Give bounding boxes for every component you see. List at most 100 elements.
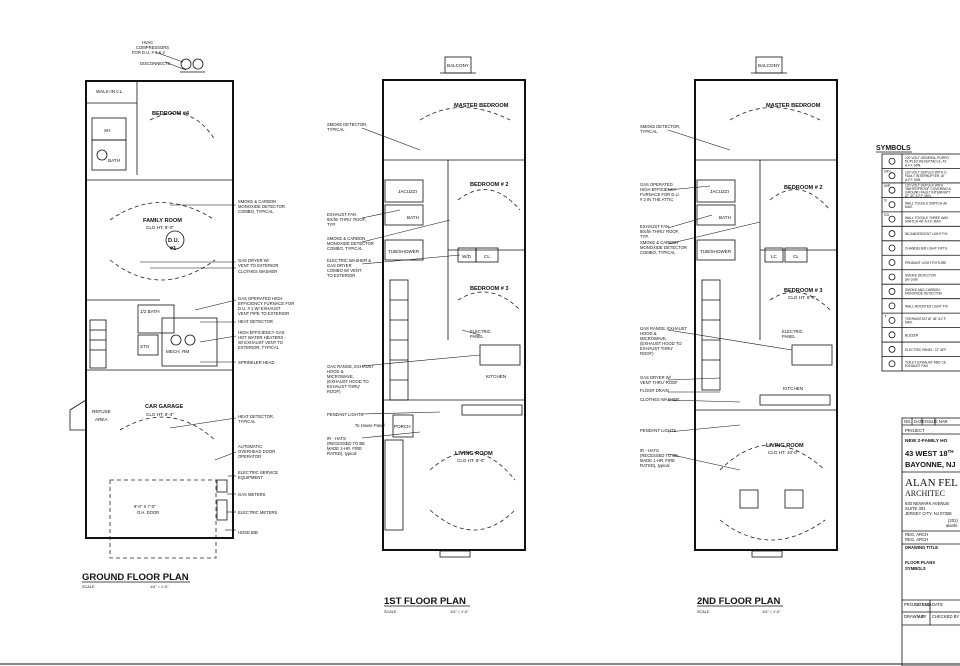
- second-note-fan-3: TYP.: [640, 234, 649, 239]
- symbol-mark: T: [884, 313, 887, 318]
- symbol-glyph-icon: [888, 230, 896, 237]
- room-car-garage: CAR GARAGE: [145, 404, 183, 410]
- symbol-description: CHANDELIER LIGHT FIXTU: [905, 247, 948, 251]
- first-note-ic-3: MADE 1-HR. FIRE: [327, 446, 362, 451]
- first-scale-label: SCALE: [384, 610, 397, 614]
- first-bedroom-3: BEDROOM # 3: [470, 286, 509, 292]
- first-note-range-3: MICROWAVE,: [327, 374, 354, 379]
- first-porch: PORCH: [394, 424, 411, 429]
- symbol-glyph-icon: [888, 273, 896, 281]
- tb-drawn-by: A.F.: [918, 614, 925, 619]
- second-note-fan-2: 60cfm THRU' ROOF,: [640, 229, 679, 234]
- note-clothes-washer: CLOTHES WASHER: [238, 269, 277, 274]
- symbol-description: MONOXIDE DETECTOR: [905, 292, 943, 296]
- first-note-range-1: GAS RANGE, EXHAUST: [327, 364, 374, 369]
- symbol-description: per code: [905, 277, 918, 281]
- room-mechanical: MECH. RM: [166, 349, 189, 354]
- first-bath: BATH: [407, 215, 419, 220]
- tb-firm-subtitle: ARCHITEC: [905, 489, 945, 498]
- second-balcony: BALCONY: [758, 63, 780, 68]
- symbol-description: "WATERPROOF COVERING A: [905, 187, 952, 191]
- second-living-room: LIVING ROOM: [766, 443, 804, 449]
- second-note-range-5: EXHAUST THRU': [640, 346, 673, 351]
- room-refuse-area: AREA: [95, 417, 108, 422]
- second-note-pendant: PENDANT LIGHTS: [640, 428, 676, 433]
- tb-header-date: DATE: [914, 419, 925, 424]
- first-floor-plan: BALCONY MASTER BEDROOM BEDROOM # 2 BEDRO…: [327, 56, 526, 614]
- note-hot-water-1: HIGH EFFICIENCY GAS: [238, 330, 285, 335]
- first-note-range-2: HOOD &: [327, 369, 344, 374]
- second-floor-plan-title: 2ND FLOOR PLAN: [697, 596, 781, 607]
- tb-firm-address-2: SUITE 401: [905, 506, 926, 511]
- symbol-description: A.F.F. MIN.: [905, 163, 921, 167]
- first-note-panel-1: ELECTRIC: [470, 329, 491, 334]
- second-bedroom-3-ceiling-height: CLG HT. 8'-0": [788, 295, 816, 300]
- note-heat-detector-typical-1: HEAT DETECTOR,: [238, 414, 274, 419]
- second-note-smoke-co-3: COMBO, TYPICAL: [640, 250, 676, 255]
- note-hvac: HVAC: [142, 40, 153, 45]
- symbol-description: THERMOSTAT AT 48" A.F.F.: [905, 317, 947, 321]
- symbol-description: WALL TOGGLE SWITCH 48: [905, 201, 947, 205]
- room-dwelling-unit-number: #1: [170, 246, 176, 252]
- note-sprinkler-head: SPRINKLER HEAD: [238, 360, 275, 365]
- symbol-description: 120 VOLT GENERAL PURPO: [905, 156, 949, 160]
- note-hot-water-2: HOT WATER HEATERS -: [238, 335, 286, 340]
- tb-drawn-label: DRAWN BY: [904, 614, 927, 619]
- tb-license-1: REG. ARCH: [905, 532, 928, 537]
- symbol-description: BUZZER: [905, 333, 919, 337]
- ground-floor-plan: HVAC COMPRESSORS FOR D.U. # 1 & 2 DISCON…: [69, 40, 294, 589]
- symbol-glyph-icon: [888, 244, 896, 252]
- second-scale-label: SCALE: [697, 610, 710, 614]
- second-note-ic-3: MADE 1-HR. FIRE: [640, 458, 675, 463]
- first-note-washer-3: COMBO W/ VENT: [327, 268, 362, 273]
- second-note-furnace-2: HIGH EFFICIENCY: [640, 187, 677, 192]
- symbol-mark: GFI: [884, 169, 891, 174]
- tb-firm-address-1: 930 NEWARK AVENUE: [905, 501, 949, 506]
- symbol-description: SMOKE AND CARBON: [905, 288, 940, 292]
- symbol-glyph-icon: [888, 288, 896, 295]
- first-note-washer-2: GAS DRYER: [327, 263, 352, 268]
- note-hose-bib: HOSE BIB: [238, 530, 258, 535]
- second-scale-value: 1/4" = 1'-0": [762, 610, 781, 614]
- tb-email: alanfe: [946, 523, 958, 528]
- room-family-room: FAMILY ROOM: [143, 218, 182, 224]
- second-bath: BATH: [719, 215, 731, 220]
- ground-floor-plan-title: GROUND FLOOR PLAN: [82, 572, 189, 583]
- title-block: NO. DATE ISSUE NAR PROJECT NEW 2-FAMILY …: [901, 417, 960, 666]
- second-linen-closet: LC: [771, 254, 778, 259]
- note-gas-dryer-2: VENT TO EXTERIOR: [238, 263, 279, 268]
- symbol-glyph-icon: [888, 201, 896, 209]
- second-note-clothes-washer: CLOTHES WASHER: [640, 397, 679, 402]
- tb-project-no-label: PROJECT NO.: [904, 602, 932, 607]
- second-note-furnace-4: # 2 IN THE ATTIC: [640, 197, 673, 202]
- second-note-range-6: ROOF): [640, 351, 654, 356]
- symbol-row: CHANDELIER LIGHT FIXTU: [882, 240, 960, 252]
- symbol-mark: S: [884, 198, 887, 203]
- symbol-description: PENDANT LIGHT FIXTURE: [905, 261, 947, 265]
- symbol-description: INCANDESCENT LIGHT FIX: [905, 232, 948, 236]
- second-note-smoke-co-2: MONOXIDE DETECTOR: [640, 245, 687, 250]
- note-smoke-co-1: SMOKE & CARBON: [238, 199, 276, 204]
- symbol-glyph-icon: [888, 186, 896, 194]
- second-note-fan-1: EXHAUST FAN: [640, 224, 669, 229]
- symbol-description: ELECTRIC PANEL. 72" AFF: [905, 348, 946, 352]
- second-note-range-3: MICROWAVE,: [640, 336, 667, 341]
- room-bedroom-4: BEDROOM #4: [152, 111, 190, 117]
- note-hot-water-3: W/ EXHAUST VENT TO: [238, 340, 284, 345]
- note-furnace-2: EFFICIENCY FURNACE FOR: [238, 301, 294, 306]
- tb-address-1: 43 WEST 18TH: [905, 449, 954, 458]
- first-living-ceiling-height: CLG HT. 8'-0": [457, 458, 485, 463]
- tb-address-2: BAYONNE, NJ: [905, 460, 956, 469]
- symbol-row: BUZZER: [882, 327, 960, 339]
- ground-scale-value: 1/4" = 1'-0": [150, 585, 169, 589]
- second-tub-shower: TUB/SHOWER: [700, 249, 732, 254]
- symbol-glyph-icon: [888, 316, 896, 324]
- first-closet: CL: [484, 254, 490, 259]
